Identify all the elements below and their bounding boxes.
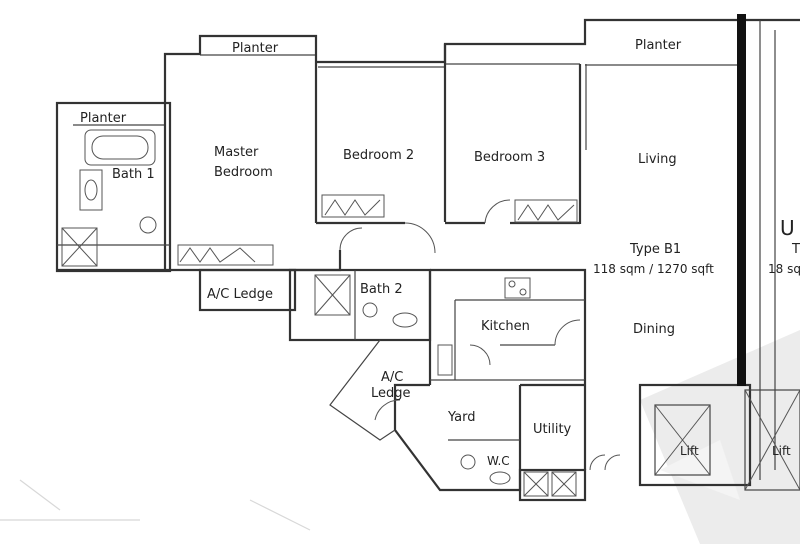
bedroom3-label: Bedroom 3 [474,150,545,165]
yard-label: Yard [447,410,476,425]
lift1-label: Lift [680,444,699,458]
neighbor-unit-area: 18 sq [768,262,800,276]
ac-ledge-1-label: A/C Ledge [207,287,273,302]
fixtures [61,129,800,497]
master-bedroom-label-line1: Master [214,145,259,160]
bath2-label: Bath 2 [360,282,403,297]
bath1-label: Bath 1 [112,167,155,182]
living-label: Living [638,152,677,167]
bedroom2-label: Bedroom 2 [343,148,414,163]
utility-label: Utility [533,422,572,437]
planter-left-label: Planter [80,111,127,126]
watermark [640,330,800,544]
walls [55,18,800,502]
unit-type-label: Type B1 [629,242,681,257]
lift2-label: Lift [772,444,791,458]
neighbor-unit-letter: U [780,216,795,240]
planter-right-label: Planter [635,38,682,53]
party-wall [737,14,746,386]
master-bedroom-label-line2: Bedroom [214,165,273,180]
neighbor-unit-type: T [791,242,800,257]
ac-ledge-2-label-line1: A/C [381,370,403,385]
ac-ledge-2-label-line2: Ledge [371,386,411,401]
dining-label: Dining [633,322,675,337]
watermark-lines [0,479,311,531]
planter-top-label: Planter [232,41,279,56]
kitchen-label: Kitchen [481,319,530,334]
unit-area-label: 118 sqm / 1270 sqft [593,262,714,276]
wc-label: W.C [487,454,510,468]
